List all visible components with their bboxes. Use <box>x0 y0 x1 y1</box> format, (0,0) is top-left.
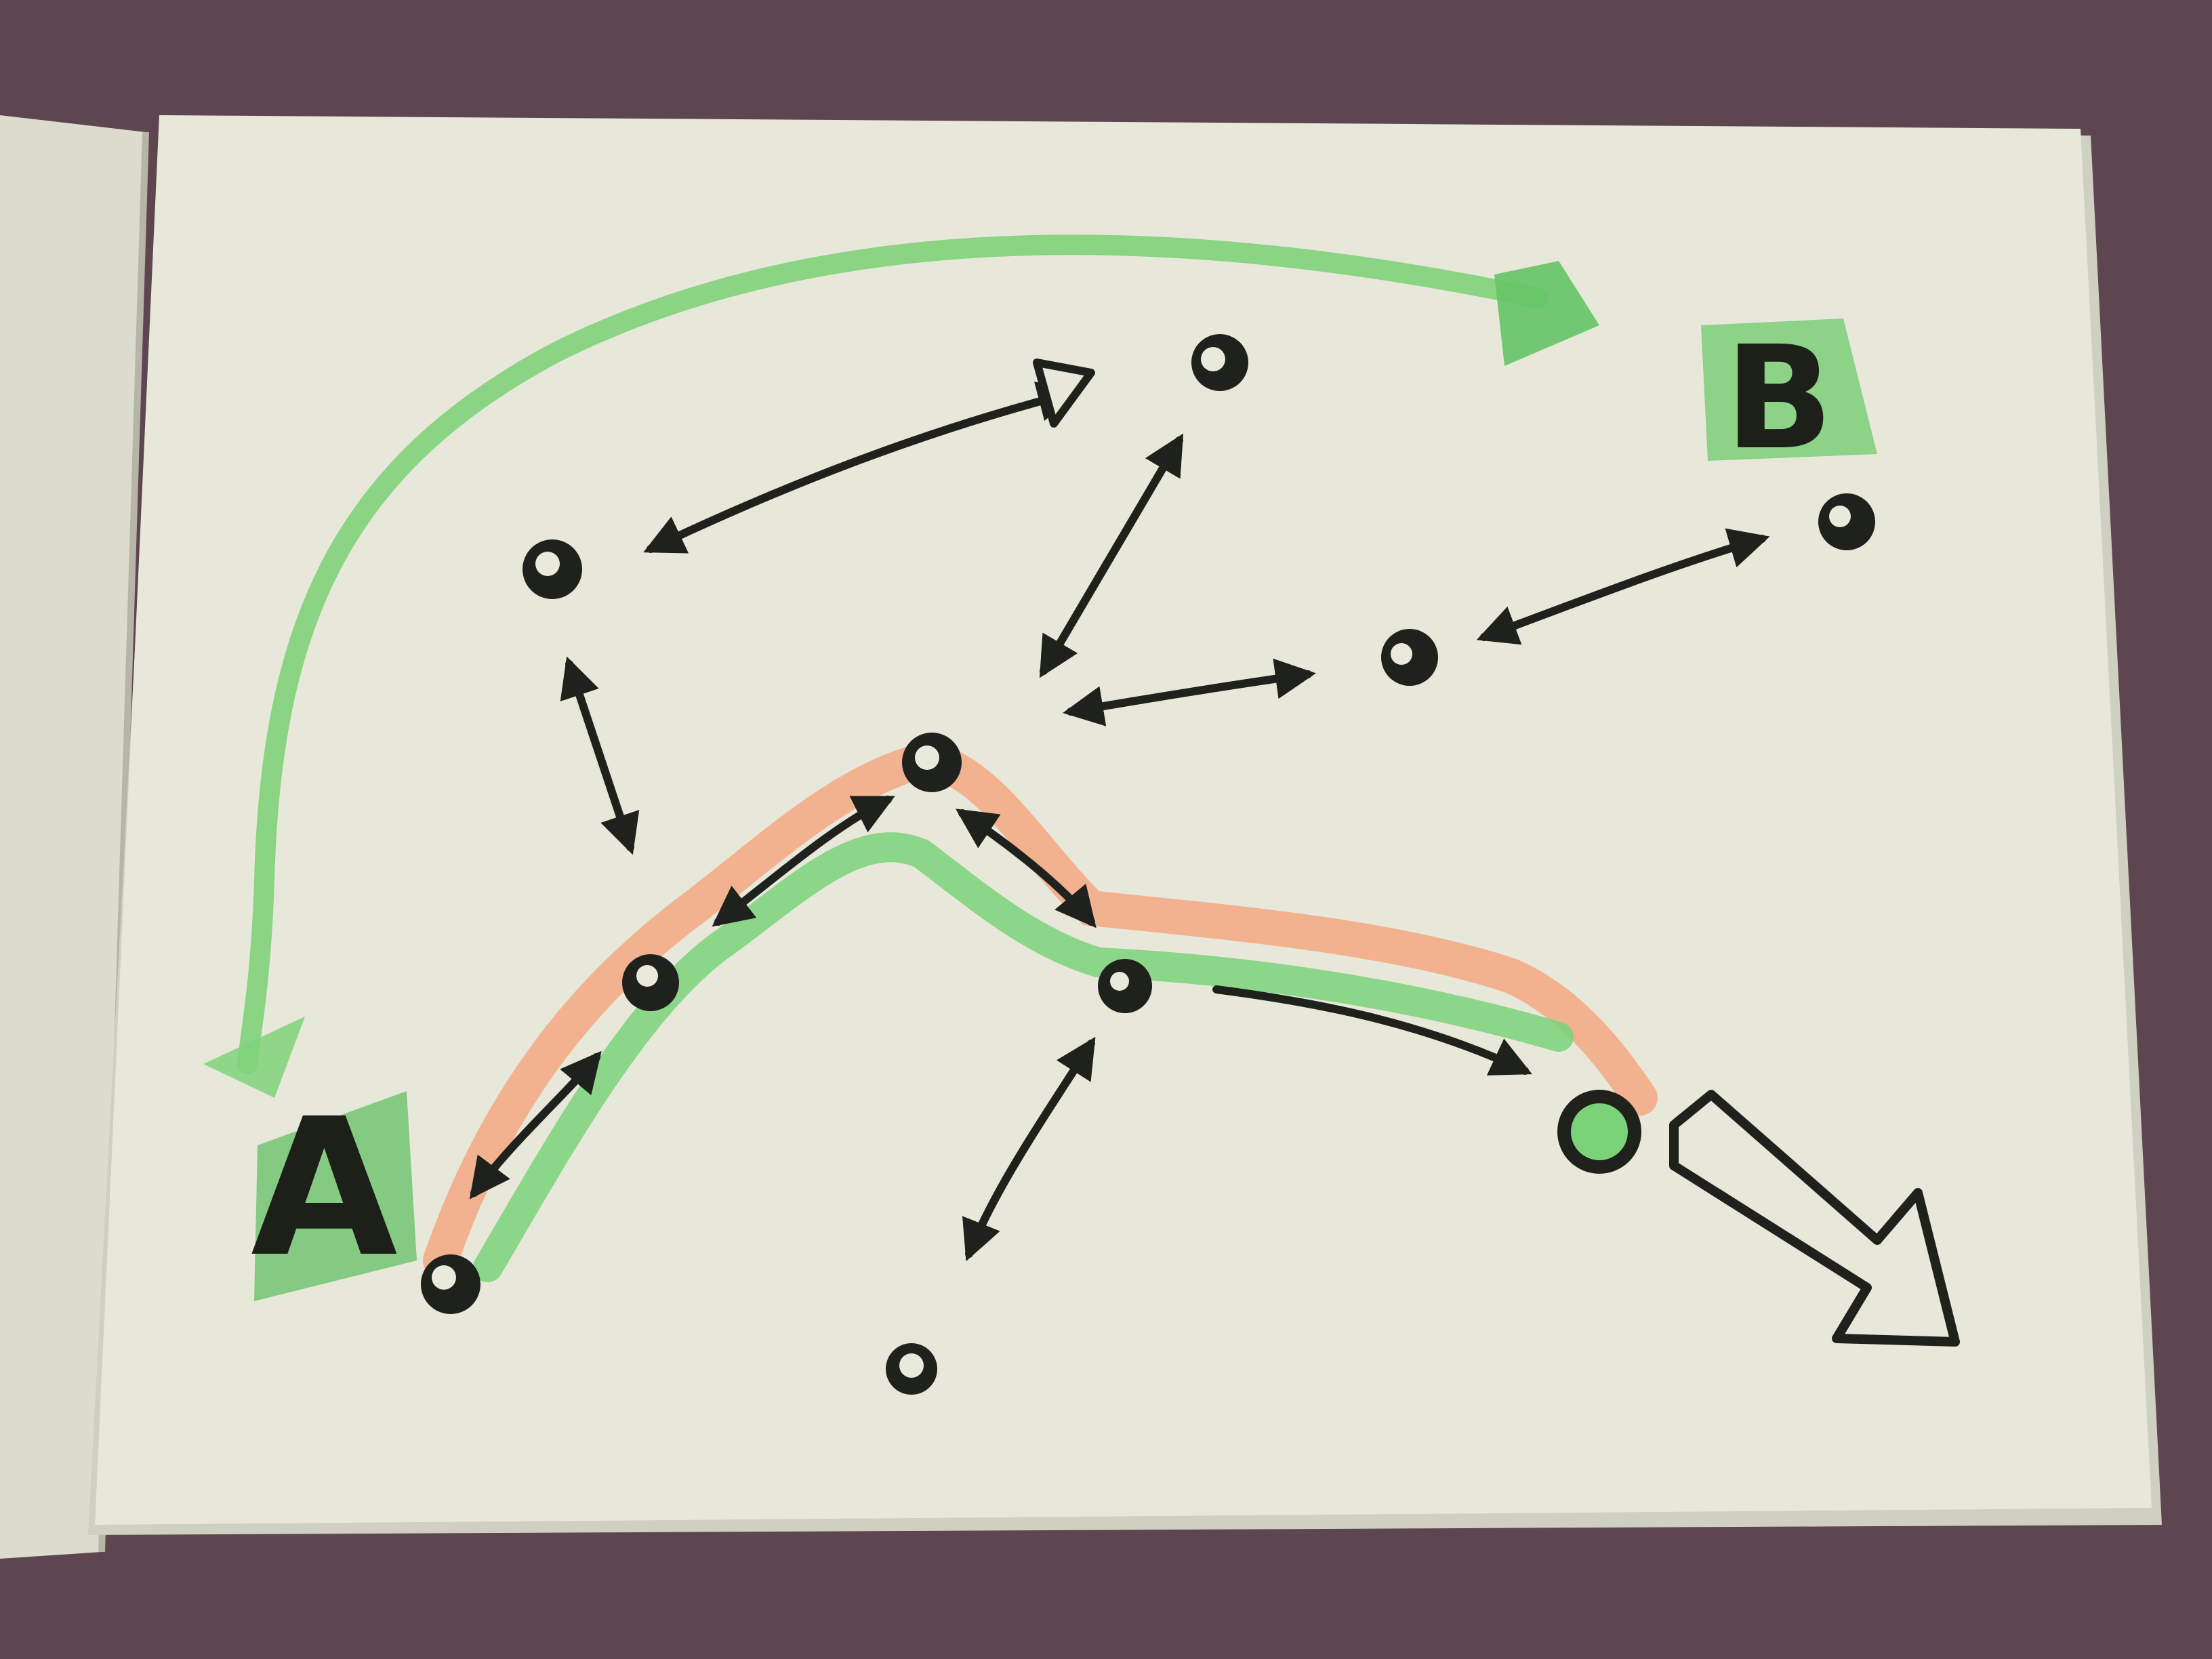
edge-arrow <box>1212 985 1532 1076</box>
green-path-highlight <box>473 832 1574 1282</box>
node <box>1557 1090 1641 1174</box>
node <box>1191 334 1248 391</box>
output-hollow-arrow <box>1669 1090 1960 1347</box>
node <box>421 1254 480 1314</box>
nodes <box>421 334 1875 1395</box>
label-b-highlight <box>1701 319 1877 461</box>
label-b: B <box>1725 315 1833 481</box>
node <box>1818 493 1875 550</box>
node <box>523 539 582 599</box>
edge-arrow <box>712 796 895 927</box>
paper-page <box>95 115 2152 1525</box>
node <box>622 954 679 1011</box>
edge-arrow <box>1039 433 1184 678</box>
green-curve-arrow <box>237 234 1549 1074</box>
node <box>902 733 962 792</box>
edges <box>469 382 1770 1262</box>
triangle-node <box>1033 359 1095 428</box>
edge-arrow <box>560 656 640 855</box>
label-a: A <box>251 1078 399 1299</box>
edge-arrow <box>962 1036 1096 1262</box>
node <box>886 1343 937 1395</box>
node <box>1098 959 1152 1013</box>
edge-arrow <box>956 808 1097 928</box>
edge-arrow <box>469 1050 602 1200</box>
green-arrowhead-top <box>1494 261 1599 366</box>
node <box>1381 629 1438 686</box>
edge-arrow <box>1476 528 1770 645</box>
orange-path-highlight <box>423 741 1658 1278</box>
edge-arrow <box>643 382 1079 554</box>
label-a-highlight <box>254 1091 417 1301</box>
edge-arrow <box>1063 658 1316 726</box>
green-arrowhead-bottom <box>203 1017 305 1098</box>
